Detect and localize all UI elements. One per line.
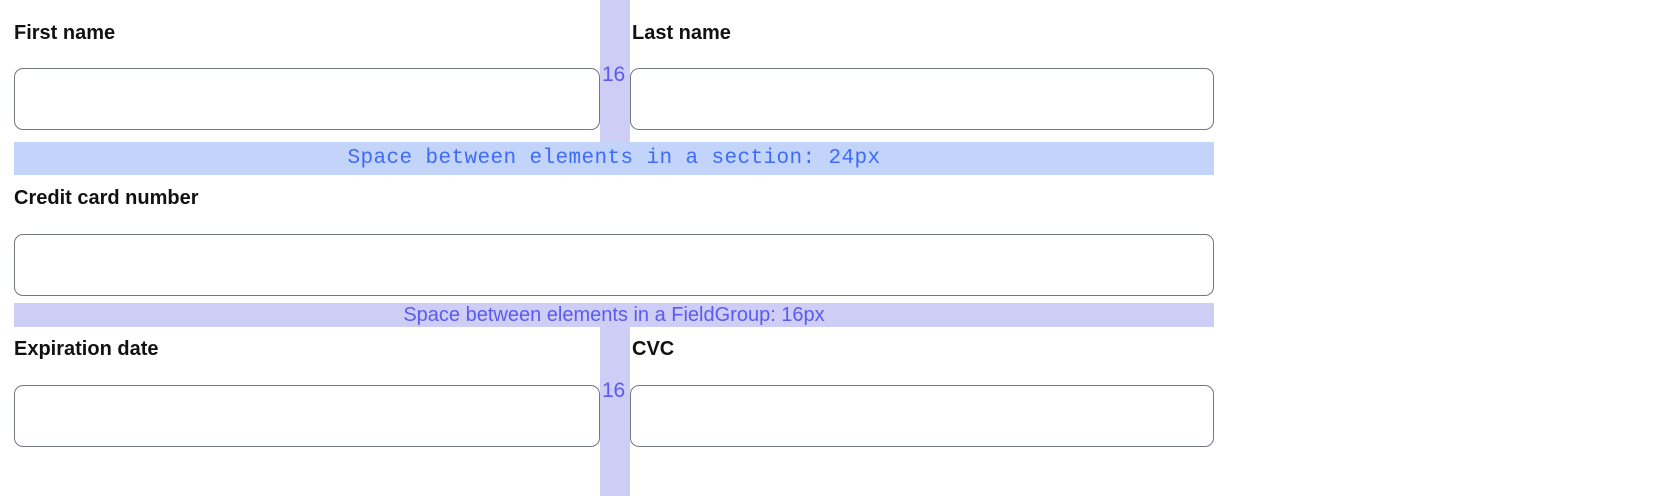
input-expiration-date[interactable] [14, 385, 600, 447]
input-first-name[interactable] [14, 68, 600, 130]
label-first-name: First name [14, 22, 116, 44]
annotation-section-spacing-text: Space between elements in a section: 24p… [347, 147, 881, 170]
column-gutter-top [600, 0, 630, 142]
annotation-fieldgroup-spacing-text: Space between elements in a FieldGroup: … [403, 303, 825, 326]
label-cvc: CVC [632, 338, 675, 360]
label-expiration-date: Expiration date [14, 338, 159, 360]
annotation-band-fieldgroup-spacing: Space between elements in a FieldGroup: … [14, 303, 1214, 327]
input-cvc[interactable] [630, 385, 1214, 447]
column-gutter-bottom-label: 16 [602, 379, 625, 402]
input-last-name[interactable] [630, 68, 1214, 130]
column-gutter-bottom [600, 327, 630, 496]
label-credit-card-number: Credit card number [14, 187, 199, 209]
input-credit-card-number[interactable] [14, 234, 1214, 296]
annotation-band-section-spacing: Space between elements in a section: 24p… [14, 142, 1214, 175]
column-gutter-top-label: 16 [602, 63, 625, 86]
label-last-name: Last name [632, 22, 731, 44]
